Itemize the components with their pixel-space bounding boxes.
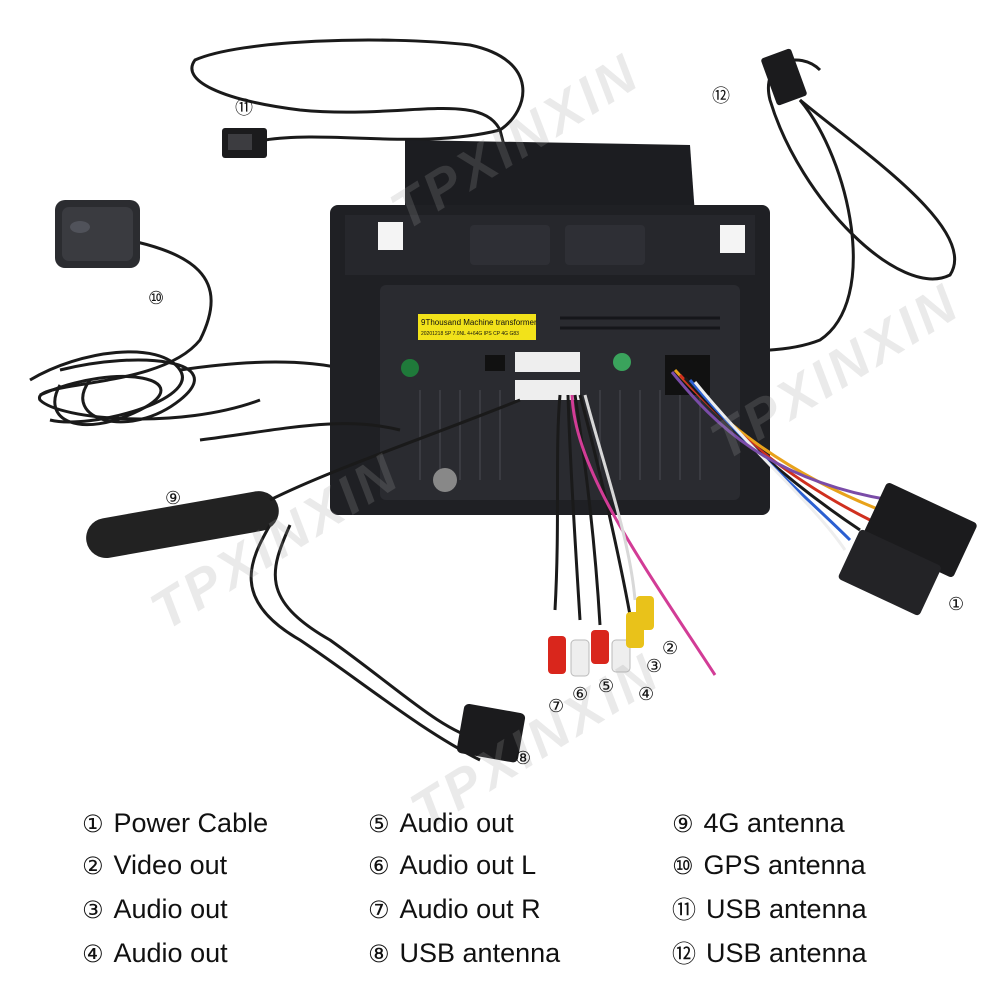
callout-8: ⑧ xyxy=(515,748,532,769)
usb-connector-12 xyxy=(761,48,807,106)
legend-label: Audio out xyxy=(399,808,514,838)
legend-label: Power Cable xyxy=(113,808,269,838)
legend-item-5: ⑤ Audio out xyxy=(368,810,514,837)
legend-marker: ④ xyxy=(82,940,104,968)
usb-cable-11 xyxy=(190,38,525,361)
usb-connector-11 xyxy=(222,128,267,158)
gps-cable-coil xyxy=(29,233,401,427)
legend-label: 4G antenna xyxy=(703,808,845,838)
legend-marker: ⑤ xyxy=(368,810,390,838)
legend-label: Video out xyxy=(113,850,228,880)
callout-12: ⑫ xyxy=(712,86,730,107)
legend-marker: ⑨ xyxy=(672,810,694,838)
sticker: 9Thousand Machine transformer 20201218 S… xyxy=(418,314,537,340)
gps-antenna xyxy=(55,200,140,268)
legend-marker: ⑥ xyxy=(368,852,390,880)
legend-marker: ⑧ xyxy=(368,940,390,968)
callout-6: ⑥ xyxy=(572,684,589,705)
legend-label: USB antenna xyxy=(399,938,561,968)
rca-plugs xyxy=(548,596,654,677)
legend-item-1: ① Power Cable xyxy=(82,810,268,837)
usb-connector-8 xyxy=(456,703,526,763)
legend-marker: ⑩ xyxy=(672,852,694,880)
legend-item-10: ⑩ GPS antenna xyxy=(672,852,866,879)
legend-label: Audio out xyxy=(113,938,228,968)
callout-4: ④ xyxy=(638,684,655,705)
legend-item-7: ⑦ Audio out R xyxy=(368,896,541,923)
legend-marker: ③ xyxy=(82,896,104,924)
callout-1: ① xyxy=(948,594,965,615)
product-photo: 9Thousand Machine transformer 20201218 S… xyxy=(29,38,977,842)
callout-2: ② xyxy=(662,638,679,659)
legend-item-6: ⑥ Audio out L xyxy=(368,852,536,879)
legend-marker: ② xyxy=(82,852,104,880)
legend-marker: ⑦ xyxy=(368,896,390,924)
legend-item-3: ③ Audio out xyxy=(82,896,228,923)
legend-label: GPS antenna xyxy=(703,850,866,880)
legend-marker: ⑫ xyxy=(672,940,696,968)
legend-item-4: ④ Audio out xyxy=(82,940,228,967)
legend-label: Audio out xyxy=(113,894,228,924)
4g-antenna xyxy=(86,491,279,559)
power-connector xyxy=(838,482,977,616)
callout-7: ⑦ xyxy=(548,696,565,717)
legend-label: USB antenna xyxy=(706,894,867,924)
rca-wires xyxy=(553,394,717,676)
callout-10: ⑩ xyxy=(148,288,165,309)
callout-11: ⑪ xyxy=(235,98,253,119)
legend-item-9: ⑨ 4G antenna xyxy=(672,810,845,837)
legend-item-2: ② Video out xyxy=(82,852,227,879)
legend-label: USB antenna xyxy=(706,938,867,968)
callout-9: ⑨ xyxy=(165,488,182,509)
callout-5: ⑤ xyxy=(598,676,615,697)
power-harness xyxy=(670,368,891,551)
sticker-line1: 9Thousand Machine transformer xyxy=(421,318,537,327)
legend-label: Audio out R xyxy=(399,894,541,924)
legend-marker: ⑪ xyxy=(672,896,696,924)
sticker-line2: 20201218 SP 7.0NL 4+64G IPS CP 4G G83 xyxy=(421,331,519,337)
legend-marker: ① xyxy=(82,810,104,838)
callout-3: ③ xyxy=(646,656,663,677)
head-unit xyxy=(330,140,770,515)
legend-item-12: ⑫ USB antenna xyxy=(672,940,867,967)
head-unit-illustration: 9Thousand Machine transformer 20201218 S… xyxy=(29,38,977,763)
legend-item-11: ⑪ USB antenna xyxy=(672,896,867,923)
legend-label: Audio out L xyxy=(399,850,537,880)
usb-cable-8 xyxy=(249,524,481,762)
legend-item-8: ⑧ USB antenna xyxy=(368,940,560,967)
